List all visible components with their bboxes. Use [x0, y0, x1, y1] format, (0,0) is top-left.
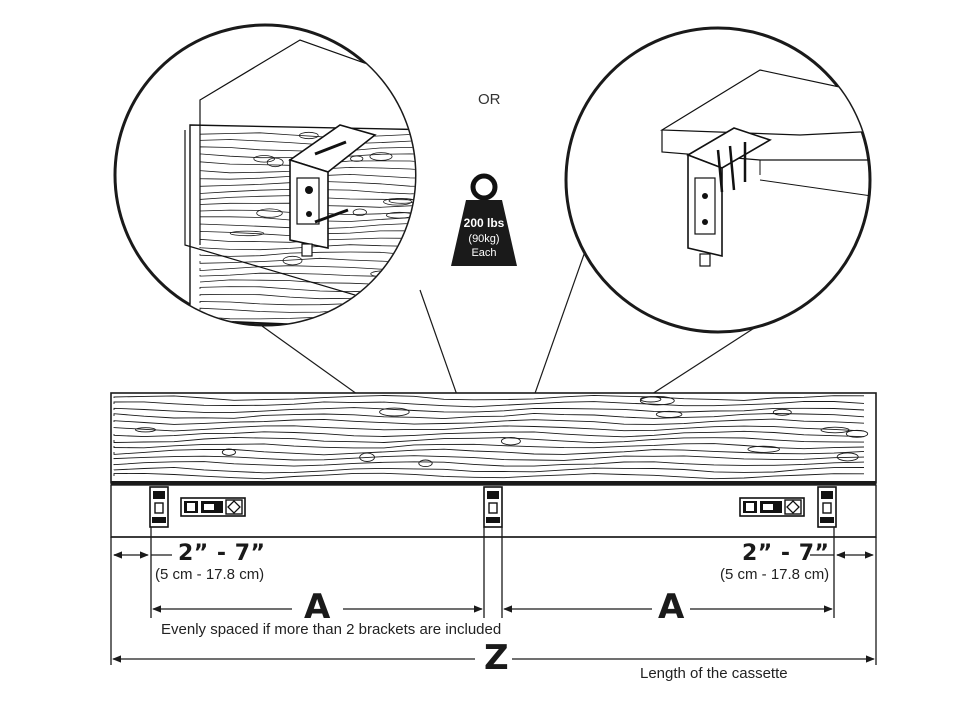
spacing-note: Evenly spaced if more than 2 brackets ar… — [161, 621, 502, 638]
wood-knot — [379, 407, 410, 417]
wood-knot — [845, 429, 869, 438]
wood-grain-line — [113, 472, 865, 480]
wood-grain-line — [199, 139, 415, 146]
bracket-right — [817, 486, 837, 528]
wood-grain-line — [113, 425, 865, 432]
weight-metric: (90kg) — [468, 233, 499, 245]
wood-knot — [772, 408, 792, 416]
right-offset-value: 2” - 7” — [742, 541, 830, 566]
wood-grain-line — [113, 461, 865, 467]
wood-grain-line — [113, 430, 865, 438]
left-offset-metric: (5 cm - 17.8 cm) — [155, 566, 265, 583]
weight-each: Each — [471, 247, 496, 259]
level-left — [180, 497, 246, 517]
ceiling-bracket-icon — [659, 69, 870, 267]
wood-grain-line — [113, 407, 865, 413]
wood-knot — [229, 230, 265, 237]
wood-knot — [221, 448, 236, 456]
wood-knot — [655, 410, 683, 418]
wood-knot — [256, 208, 283, 218]
wood-grain-line — [113, 418, 865, 425]
wood-knot — [747, 445, 780, 453]
wood-knot — [836, 452, 859, 462]
wood-knot — [367, 283, 398, 292]
wood-knot — [369, 152, 393, 161]
wood-grain-line — [199, 132, 415, 138]
wood-grain-line — [113, 412, 865, 420]
wall-mount-detail — [113, 23, 417, 327]
ceiling-mount-detail — [564, 26, 872, 334]
bracket-icon — [817, 486, 837, 528]
wood-knot — [820, 426, 850, 434]
wood-grain-line — [113, 400, 865, 408]
total-length-label: Z — [484, 638, 509, 678]
weight-value: 200 lbs — [464, 216, 505, 230]
wood-board — [110, 392, 877, 485]
wood-knot — [352, 208, 367, 216]
wood-knot — [253, 155, 276, 163]
wood-knot — [282, 255, 303, 266]
right-offset-metric: (5 cm - 17.8 cm) — [720, 566, 830, 583]
bracket-icon — [149, 486, 169, 528]
wood-grain-line — [113, 436, 865, 444]
wood-grain-line — [113, 455, 865, 461]
wood-knot — [418, 459, 433, 468]
wood-grain-line — [113, 466, 865, 474]
wood-knot — [298, 131, 319, 140]
wood-knot — [266, 157, 284, 168]
wood-knot — [500, 437, 521, 446]
wood-knot — [383, 198, 412, 206]
bracket-left — [149, 486, 169, 528]
wood-grain-line — [113, 394, 865, 401]
level-icon — [739, 497, 805, 517]
bracket-center — [483, 486, 503, 528]
level-icon — [180, 497, 246, 517]
spacing-label-left: A — [304, 587, 331, 627]
wood-grain-line — [113, 443, 865, 450]
or-label: OR — [478, 91, 501, 108]
weight-icon: 200 lbs (90kg) Each — [451, 173, 517, 266]
total-length-note: Length of the cassette — [640, 665, 788, 682]
dimension-lines — [110, 527, 877, 665]
level-right — [739, 497, 805, 517]
spacing-label-right: A — [658, 587, 685, 627]
left-offset-value: 2” - 7” — [178, 541, 266, 566]
wood-knot — [350, 155, 364, 162]
wood-knot — [135, 427, 156, 433]
wood-knot — [359, 452, 375, 462]
wood-grain-line — [113, 448, 865, 456]
bracket-icon — [483, 486, 503, 528]
wood-knot — [639, 396, 675, 406]
